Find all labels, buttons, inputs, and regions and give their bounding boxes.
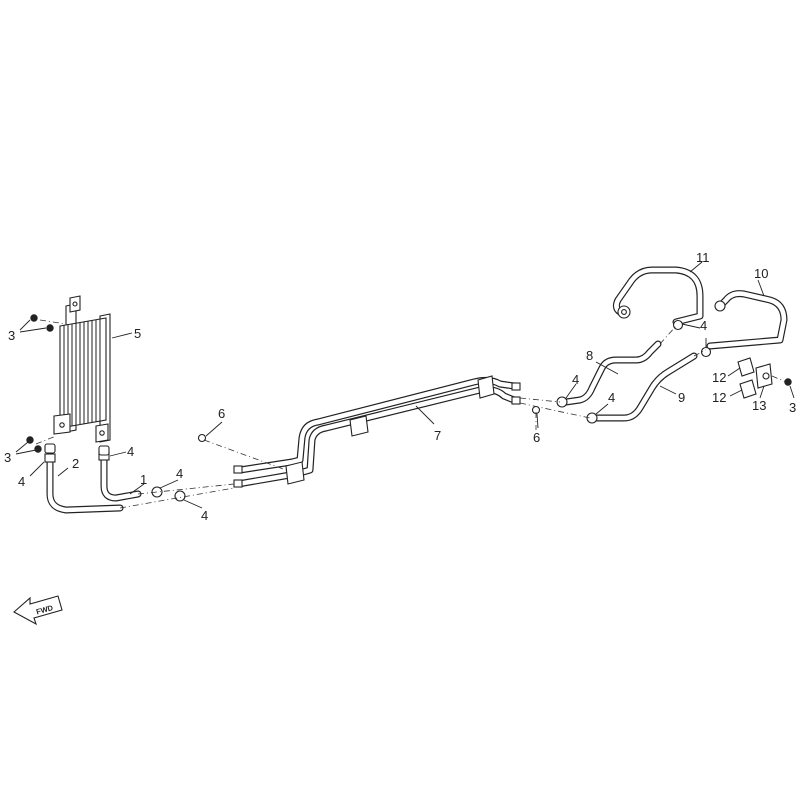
callout-4-g: 4 — [700, 318, 707, 333]
assembly-lines — [35, 319, 787, 509]
callout-4-d: 4 — [201, 508, 208, 523]
callout-8: 8 — [586, 348, 593, 363]
bolt-3-right — [784, 378, 792, 386]
callout-9: 9 — [678, 390, 685, 405]
callout-numbers: 1 2 3 3 3 4 4 4 4 4 4 4 5 6 6 7 8 9 10 1… — [4, 250, 796, 523]
callout-5: 5 — [134, 326, 141, 341]
callout-1: 1 — [140, 472, 147, 487]
pipe-11 — [612, 266, 704, 326]
hose-2 — [46, 458, 124, 514]
callout-6-a: 6 — [218, 406, 225, 421]
callout-3-right: 3 — [789, 400, 796, 415]
hose-clamps-4 — [44, 319, 712, 502]
callout-13: 13 — [752, 398, 766, 413]
clamp-13 — [755, 363, 773, 389]
oil-cooler-radiator — [53, 295, 111, 443]
leader-lines — [15, 261, 795, 509]
bolt-3-bottom — [26, 436, 42, 453]
callout-4-a: 4 — [18, 474, 25, 489]
clamp-12 — [737, 357, 757, 399]
pipe-10 — [706, 290, 788, 350]
callout-12-b: 12 — [712, 390, 726, 405]
callout-4-c: 4 — [176, 466, 183, 481]
callout-2: 2 — [72, 456, 79, 471]
callout-6-b: 6 — [533, 430, 540, 445]
callout-3-top: 3 — [8, 328, 15, 343]
callout-11: 11 — [696, 250, 710, 265]
callout-3-bottom: 3 — [4, 450, 11, 465]
pipe-assembly-7 — [234, 375, 518, 488]
callout-4-b: 4 — [127, 444, 134, 459]
callout-10: 10 — [754, 266, 768, 281]
hose-9 — [592, 352, 698, 422]
hose-1 — [100, 456, 142, 502]
callout-4-e: 4 — [572, 372, 579, 387]
fwd-direction-arrow: FWD — [13, 595, 63, 626]
bolt-3-top — [30, 314, 54, 332]
callout-7: 7 — [434, 428, 441, 443]
callout-12-a: 12 — [712, 370, 726, 385]
hose-8 — [562, 340, 662, 406]
callout-4-f: 4 — [608, 390, 615, 405]
